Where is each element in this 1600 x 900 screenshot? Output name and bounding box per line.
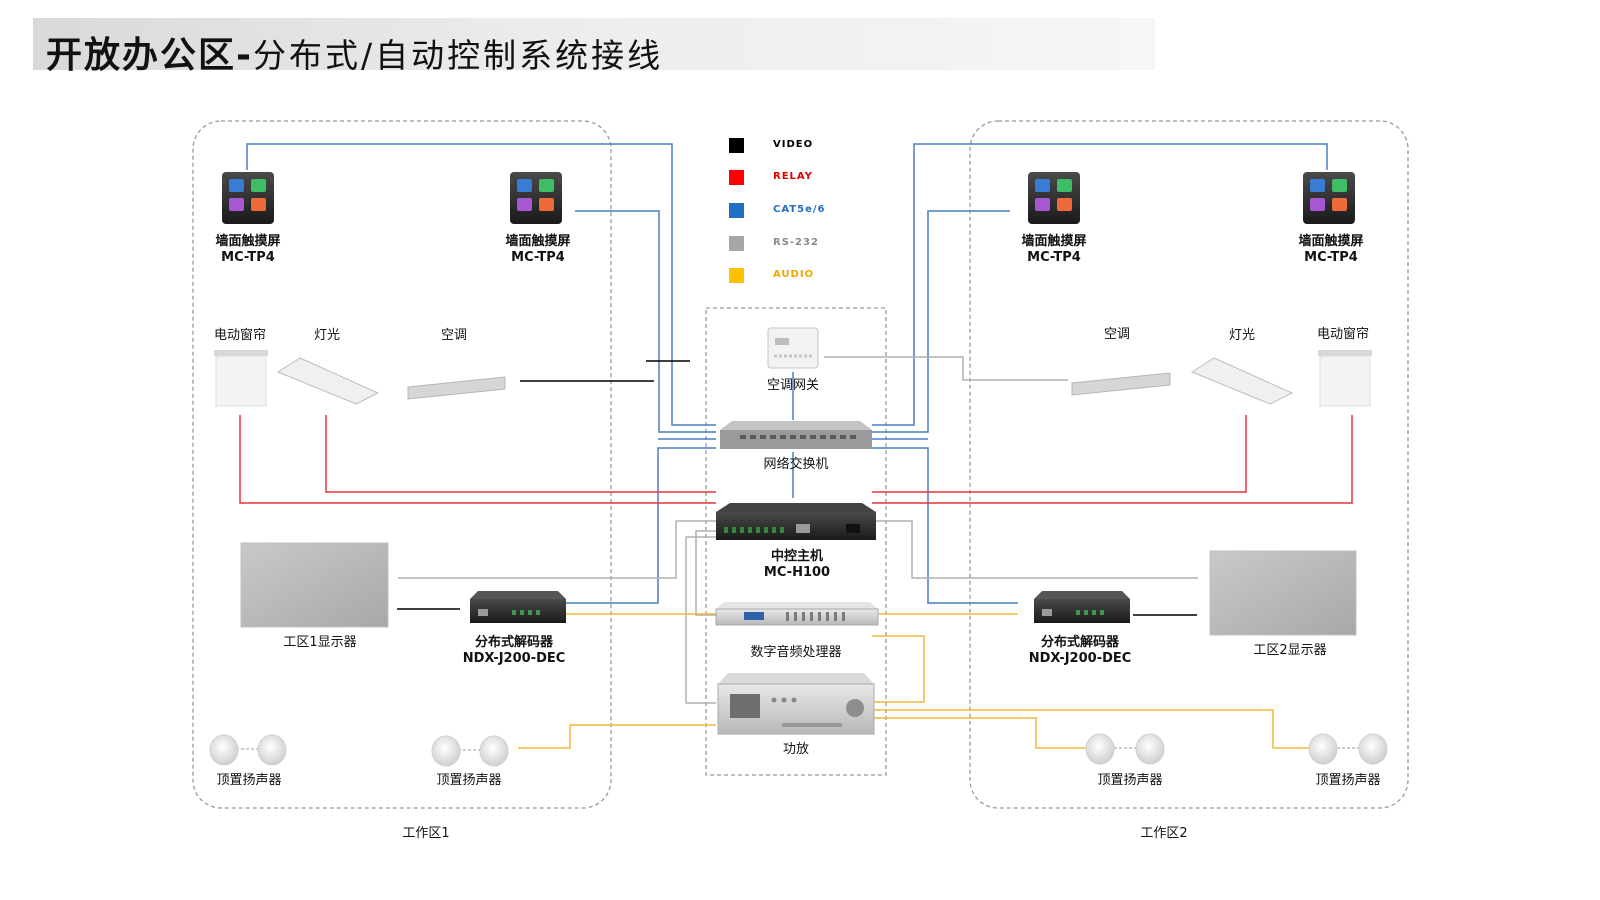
decoder-right-icon [1034,591,1130,623]
speaker-pair-2 [431,735,509,767]
legend-swatch-relay [729,170,744,185]
audio-wire-amp-spk-left [518,724,716,749]
decoder-right-model: NDX-J200-DEC [1029,651,1132,666]
speaker-pair-4 [1308,733,1388,765]
legend-swatch-audio [729,268,744,283]
zone-right-label: 工作区2 [1140,826,1187,841]
curtain-right-label: 电动窗帘 [1317,326,1369,342]
speaker-label-2: 顶置扬声器 [436,773,501,788]
legend-swatch-rs232 [729,236,744,251]
ac-right-icon [1071,372,1171,396]
legend-label-video: VIDEO [773,139,813,150]
legend-label-relay: RELAY [773,171,813,182]
rs232-wire-host-right [872,520,1198,579]
legend-label-cat: CAT5e/6 [773,204,825,215]
audio-wire-amp-spk-right2 [872,709,1311,749]
tp1-name: 墙面触摸屏 [215,233,280,249]
speaker-pair-1 [209,734,287,766]
speaker-label-3: 顶置扬声器 [1097,773,1162,788]
ac-gateway-label: 空调网关 [767,378,819,393]
legend-swatch-video [729,138,744,153]
relay-wires [239,415,1353,504]
tp2-model: MC-TP4 [511,250,565,265]
speaker-label-4: 顶置扬声器 [1315,773,1380,788]
cat-wire-tp1 [246,143,716,426]
page-title: 开放办公区-分布式/自动控制系统接线 [46,26,663,78]
display-left-label: 工区1显示器 [283,635,356,650]
video-wires [397,360,1197,616]
legend-swatch-cat [729,203,744,218]
display-right-label: 工区2显示器 [1253,643,1326,658]
cat-wires [246,143,1328,604]
title-main: 开放办公区 [46,35,237,76]
audio-wire-dsp-amp [872,635,925,703]
rs232-wires [398,356,1198,704]
cat-wire-dec-right [872,447,1018,604]
control-host-icon [716,503,876,540]
touch-panel-2 [510,172,562,224]
dsp-icon [715,602,879,626]
display-left-icon [240,542,389,628]
decoder-left-name: 分布式解码器 [475,634,554,650]
light-right-icon [1190,357,1294,405]
control-host-model: MC-H100 [764,565,830,580]
control-host-name: 中控主机 [771,548,823,564]
curtain-left-icon [214,350,268,407]
tp3-model: MC-TP4 [1027,250,1081,265]
cat-wire-dec-left [566,447,716,604]
legend: VIDEO RELAY CAT5e/6 RS-232 AUDIO [729,138,825,283]
touch-panel-3 [1028,172,1080,224]
tp4-name: 墙面触摸屏 [1298,233,1363,249]
ac-gateway-icon [767,327,819,369]
network-switch-label: 网络交换机 [763,456,828,472]
tp3-name: 墙面触摸屏 [1021,233,1086,249]
rack-box [705,307,887,776]
zone-left-label: 工作区1 [402,826,449,841]
cat-wire-tp3 [872,143,1328,426]
ac-left-icon [407,376,506,400]
light-left-icon [276,357,380,405]
audio-wires [518,613,1311,749]
tp2-name: 墙面触摸屏 [505,233,570,249]
relay-wire-curtain-left [239,415,716,504]
title-subtitle: 分布式/自动控制系统接线 [252,36,664,75]
rs232-wire-ac-gw [824,356,1068,381]
curtain-right-icon [1318,350,1372,407]
amplifier-icon [717,673,875,735]
zone-left-box [192,120,612,809]
touch-panel-4 [1303,172,1355,224]
light-left-label: 灯光 [314,328,340,343]
touch-panel-1 [222,172,274,224]
legend-label-rs232: RS-232 [773,237,819,248]
audio-wire-amp-spk-right1 [872,717,1086,749]
title-band [33,18,1155,70]
relay-wire-light-left [325,415,716,493]
network-switch-icon [720,421,872,449]
decoder-left-icon [470,591,566,623]
legend-label-audio: AUDIO [773,269,814,280]
rs232-wire-host-dsp [695,530,716,616]
cat-wire-tp4 [872,210,1010,433]
amplifier-label: 功放 [783,742,809,757]
speaker-label-1: 顶置扬声器 [216,773,281,788]
cat-wire-tp2 [575,210,716,433]
title-separator: - [236,35,253,76]
decoder-right-name: 分布式解码器 [1041,634,1120,650]
speaker-pair-3 [1085,733,1165,765]
rs232-wire-host-left [398,520,716,579]
relay-wire-curtain-right [872,415,1353,504]
light-right-label: 灯光 [1229,328,1255,343]
tp1-model: MC-TP4 [221,250,275,265]
dsp-label: 数字音频处理器 [750,644,841,660]
ac-left-label: 空调 [441,328,467,343]
ac-right-label: 空调 [1104,327,1130,342]
curtain-left-label: 电动窗帘 [214,327,266,343]
display-right-icon [1209,550,1357,636]
zone-right-box [969,120,1409,809]
tp4-model: MC-TP4 [1304,250,1358,265]
decoder-left-model: NDX-J200-DEC [463,651,566,666]
rs232-wire-host-amp [685,536,716,704]
relay-wire-light-right [872,415,1247,493]
